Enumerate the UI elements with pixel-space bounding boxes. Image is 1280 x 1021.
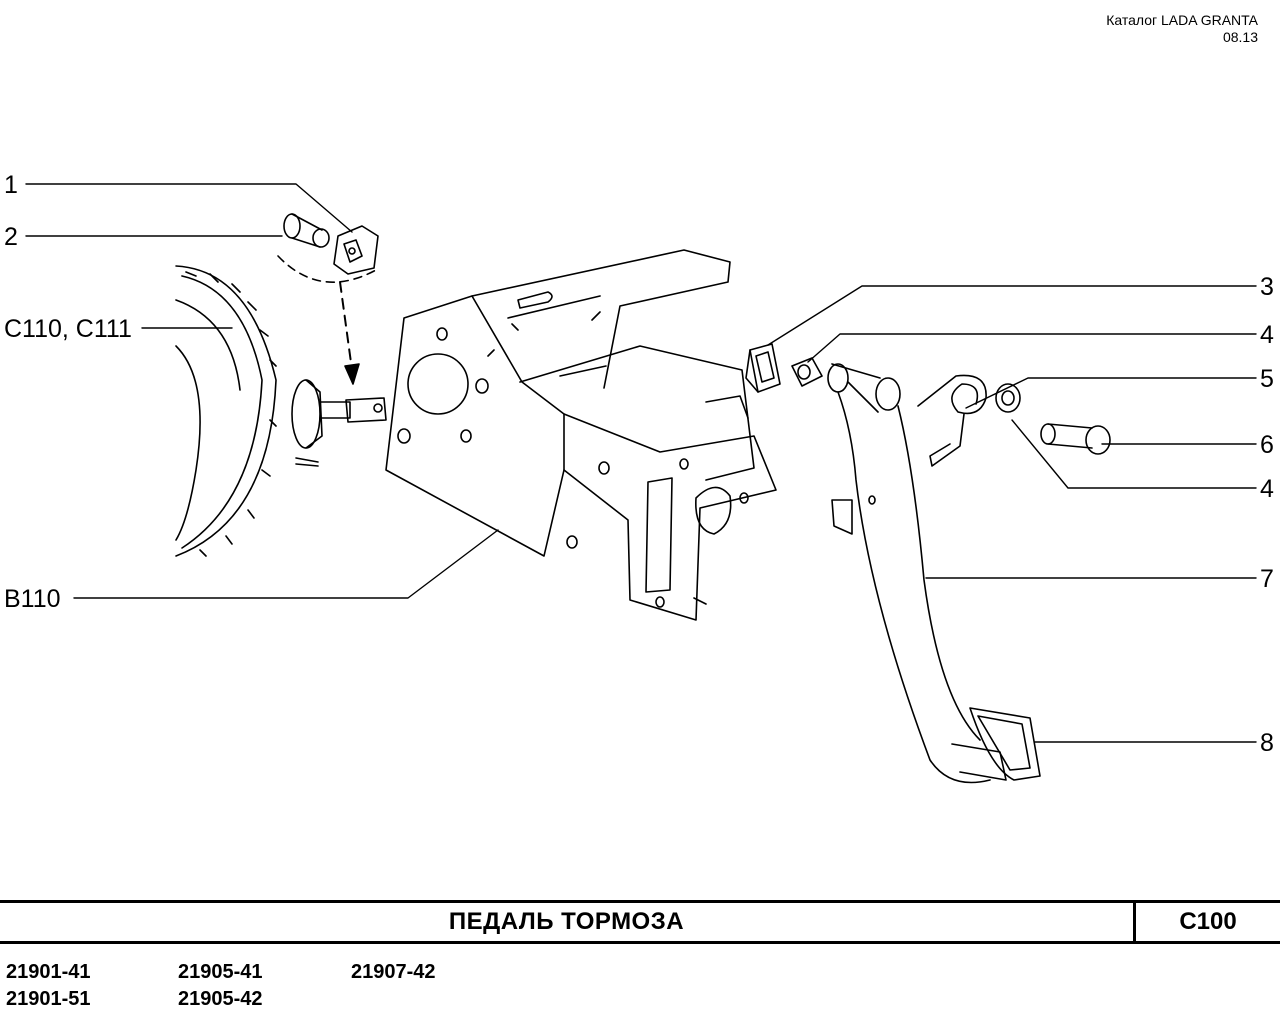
callout-6: 6 [1260,431,1274,459]
leader-1 [25,183,353,233]
axle-bolt-part-6 [1040,423,1111,455]
callout-4-lower: 4 [1260,475,1274,503]
leader-5 [965,377,1257,409]
callout-2: 2 [4,223,18,251]
bushing-part-4-lower [995,383,1021,413]
callout-5: 5 [1260,365,1274,393]
clip-part-1 [333,225,379,275]
brake-pedal-exploded-diagram [25,183,1257,784]
title-divider [1133,903,1136,941]
page-code: С100 [1179,908,1237,935]
brake-booster [175,265,387,557]
callout-b110: В110 [4,585,61,613]
dashed-arrow [339,281,353,371]
return-spring-part-5 [917,374,987,467]
pedal-bracket-b110 [385,249,777,621]
model-code: 21905-41 [178,961,263,983]
pedal-arm-part-7 [827,363,991,784]
leader-lines [25,183,1257,743]
catalog-date: 08.13 [1222,29,1258,45]
dashed-arc [277,255,377,283]
callout-7: 7 [1260,565,1274,593]
callout-1: 1 [4,171,18,199]
page-title: ПЕДАЛЬ ТОРМОЗА [448,908,685,935]
leader-4a [807,333,1257,363]
callout-4-upper: 4 [1260,321,1274,349]
arrow-head [344,363,360,385]
callout-3: 3 [1260,273,1274,301]
callout-8: 8 [1260,729,1274,757]
pin-part-2 [283,213,330,248]
model-code: 21901-41 [6,961,91,983]
leader-3 [767,285,1257,346]
model-code: 21907-42 [351,961,436,983]
bushing-part-4-upper [791,357,823,387]
pedal-pad-part-8 [951,707,1041,781]
callout-c110-c111: С110, С111 [4,315,132,343]
leader-4b [1011,419,1257,489]
model-code: 21901-51 [6,988,91,1010]
leader-b110 [73,529,499,599]
catalog-header: Каталог LADA GRANTA 08.13 [1106,12,1258,46]
catalog-name: Каталог LADA GRANTA [1106,12,1258,28]
title-bar: ПЕДАЛЬ ТОРМОЗА С100 [0,900,1280,944]
model-code: 21905-42 [178,988,263,1010]
clip-part-3 [745,343,781,393]
